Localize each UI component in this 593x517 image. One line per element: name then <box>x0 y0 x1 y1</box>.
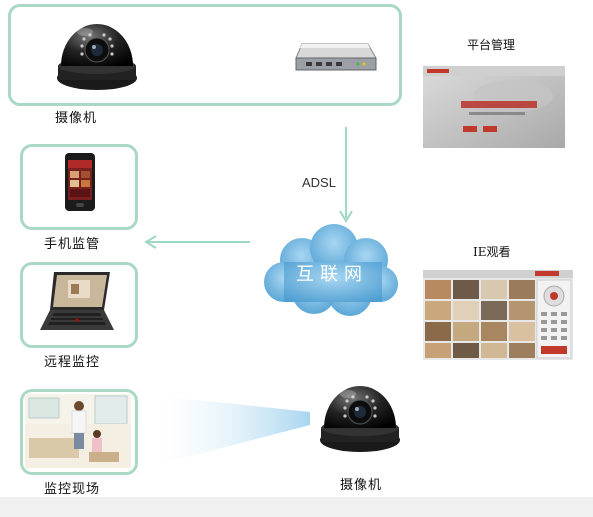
bottom-strip <box>0 497 593 517</box>
arrow-cloud-to-phone <box>144 235 250 249</box>
phone-label: 手机监管 <box>44 237 101 252</box>
dome-camera-icon <box>320 386 400 452</box>
site-label: 监控现场 <box>44 482 101 497</box>
adsl-label: ADSL <box>302 175 336 190</box>
site-photo <box>25 394 131 468</box>
arrow-router-to-cloud <box>339 127 353 223</box>
top-camera-label: 摄像机 <box>55 111 98 126</box>
bottom-camera-label: 摄像机 <box>340 478 383 493</box>
platform-label: 平台管理 <box>467 38 516 52</box>
camera-view-beam <box>160 396 310 464</box>
dome-camera-icon <box>57 24 137 90</box>
phone-icon <box>65 153 95 211</box>
router-icon <box>295 43 377 71</box>
ie-label: IE观看 <box>473 245 511 259</box>
laptop-label: 远程监控 <box>44 355 101 370</box>
laptop-icon <box>40 272 114 330</box>
cloud-label-layer: 互联网 <box>296 264 368 285</box>
platform-screenshot <box>423 66 565 148</box>
cloud-icon <box>264 224 398 316</box>
ie-screenshot <box>423 270 573 360</box>
internet-label: 互联网 <box>296 264 368 285</box>
